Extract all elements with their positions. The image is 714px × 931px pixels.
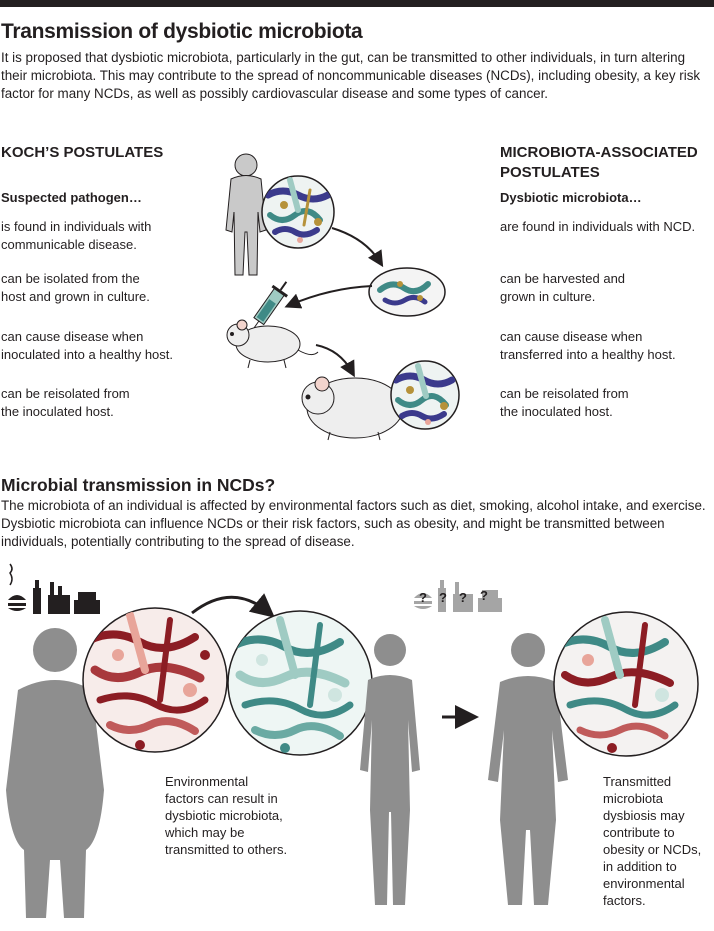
page-title: Transmission of dysbiotic microbiota bbox=[1, 20, 363, 43]
environmental-icons-left bbox=[8, 563, 100, 614]
section2-heading: Microbial transmission in NCDs? bbox=[1, 475, 276, 495]
microbiota-subheading: Dysbiotic microbiota… bbox=[500, 190, 642, 205]
transmitted-microbiota-circle bbox=[227, 610, 373, 756]
svg-text:?: ? bbox=[419, 590, 427, 605]
factory-icon bbox=[48, 582, 70, 614]
svg-text:?: ? bbox=[439, 590, 447, 605]
caption-right: Transmitted microbiota dysbiosis may con… bbox=[603, 774, 702, 908]
bottle-icon bbox=[33, 580, 41, 614]
armchair-icon-gray bbox=[478, 590, 502, 612]
petri-dish bbox=[368, 267, 446, 317]
question-marks: ? ? ? ? bbox=[419, 588, 488, 605]
syringe-icon bbox=[251, 281, 288, 332]
burger-icon bbox=[8, 595, 26, 611]
recipient-human-figure bbox=[488, 633, 568, 905]
arrow-curved-transmit bbox=[191, 593, 275, 618]
mouse-large-icon bbox=[301, 376, 429, 441]
intro-paragraph: It is proposed that dysbiotic microbiota… bbox=[1, 50, 701, 101]
bottle-icon-gray bbox=[438, 580, 446, 612]
section2-intro: The microbiota of an individual is affec… bbox=[1, 498, 706, 549]
human-figure-top bbox=[225, 153, 267, 276]
dysbiotic-microbiota-circle bbox=[82, 607, 228, 753]
environmental-icons-right bbox=[414, 580, 502, 612]
caption-left: Environmental factors can result in dysb… bbox=[165, 774, 288, 857]
svg-text:?: ? bbox=[459, 590, 467, 605]
mouse-small-icon bbox=[226, 319, 319, 369]
healthy-human-figure bbox=[360, 634, 420, 905]
arrow-to-syringe bbox=[284, 285, 373, 309]
koch-subheading: Suspected pathogen… bbox=[1, 190, 142, 205]
arrow-to-mouse bbox=[315, 344, 355, 378]
cigarette-smoke-icon bbox=[9, 563, 13, 586]
svg-text:?: ? bbox=[480, 588, 488, 603]
factory-icon-gray bbox=[453, 582, 473, 612]
microbiota-circle-mouse bbox=[390, 360, 460, 430]
burger-icon-gray bbox=[414, 593, 432, 609]
mixed-microbiota-circle bbox=[553, 611, 699, 757]
microbiota-circle-top bbox=[261, 175, 335, 249]
koch-heading: KOCH’S POSTULATES bbox=[1, 144, 164, 161]
arrow-to-dish bbox=[331, 227, 384, 268]
top-rule bbox=[0, 0, 714, 7]
armchair-icon bbox=[74, 592, 100, 614]
microbiota-item-1: are found in individuals with NCD. bbox=[500, 219, 696, 234]
obese-human-figure bbox=[6, 628, 104, 918]
